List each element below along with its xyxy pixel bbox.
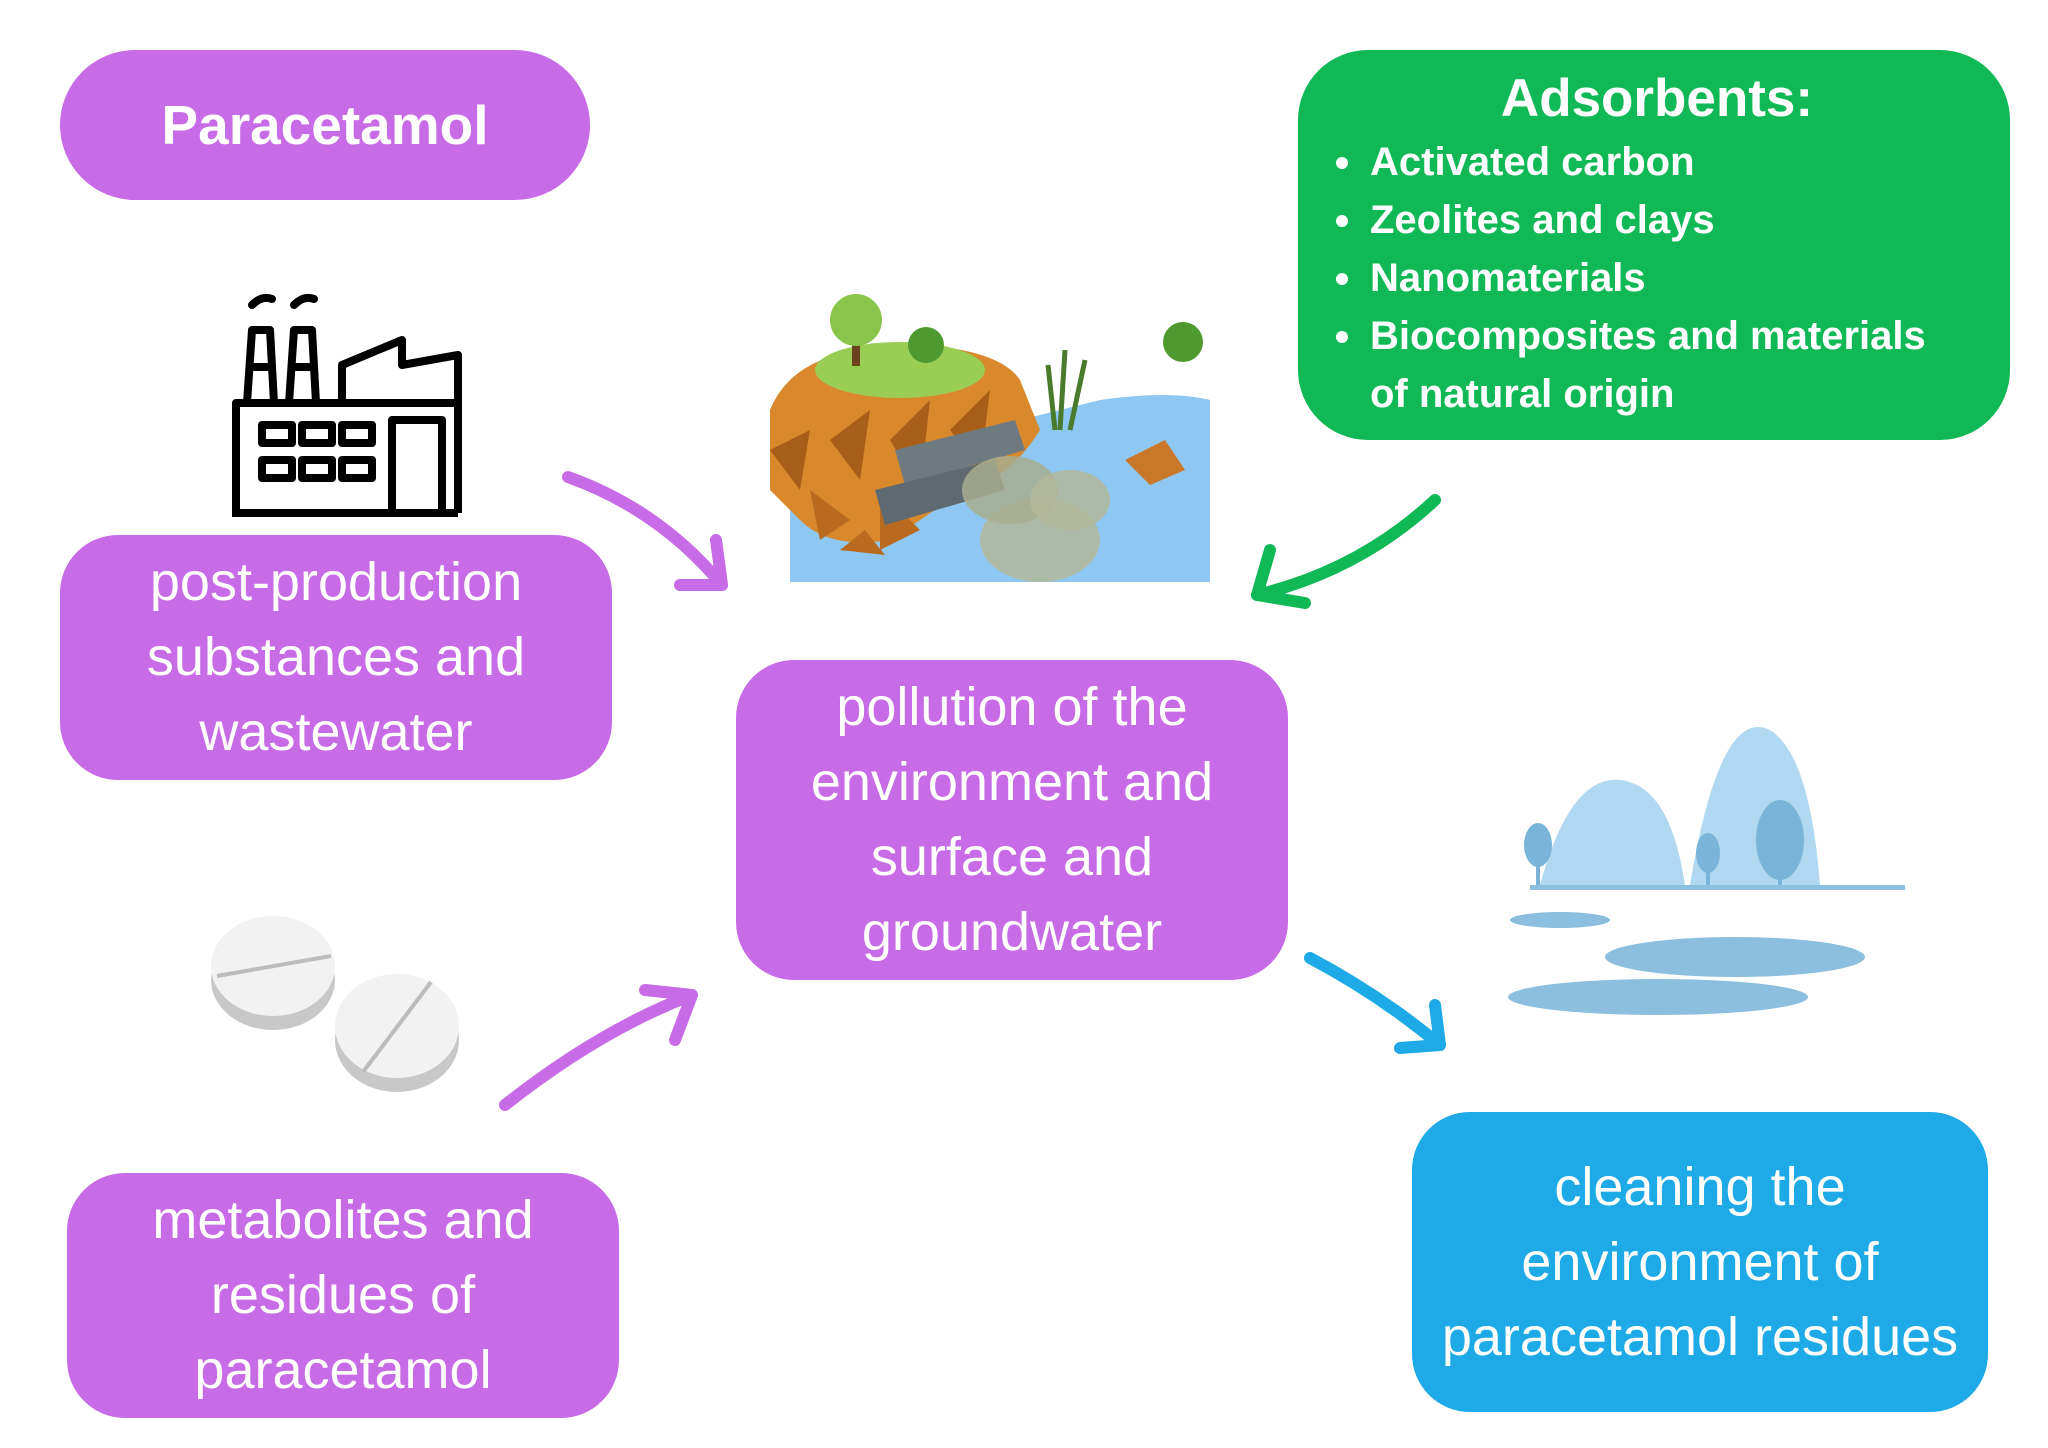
pollution-line-4: groundwater — [861, 902, 1163, 962]
adsorbent-item: Activated carbon — [1336, 133, 1926, 191]
arrow-metabolites-to-pollution — [499, 984, 698, 1111]
polluted-river-illustration — [770, 294, 1210, 582]
pollution-line-3: surface and — [870, 827, 1154, 887]
source-production-line-3: wastewater — [199, 702, 473, 762]
pollution-box: pollution of the environment and surface… — [736, 660, 1288, 980]
adsorbent-item: Nanomaterials — [1336, 249, 1926, 307]
outcome-line-3: paracetamol residues — [1441, 1306, 1959, 1367]
source-metabolites-line-1: metabolites and — [152, 1190, 534, 1250]
title-box: Paracetamol — [60, 50, 590, 200]
source-production-box: post-production substances and wastewate… — [60, 535, 612, 780]
title-text: Paracetamol — [161, 94, 489, 156]
adsorbents-box: Adsorbents: Activated carbon Zeolites an… — [1298, 50, 2010, 440]
arrow-pollution-to-cleaning — [1304, 952, 1446, 1054]
factory-icon — [232, 293, 462, 517]
adsorbent-item: Biocomposites and materials — [1336, 307, 1926, 365]
pollution-line-2: environment and — [810, 752, 1214, 812]
adsorbent-item: Zeolites and clays — [1336, 191, 1926, 249]
adsorbents-list: Activated carbon Zeolites and clays Nano… — [1334, 133, 1926, 365]
source-production-line-1: post-production — [149, 552, 523, 612]
source-metabolites-box: metabolites and residues of paracetamol — [67, 1173, 619, 1418]
arrow-production-to-pollution — [562, 471, 728, 591]
outcome-line-1: cleaning the — [1554, 1156, 1846, 1217]
arrow-adsorbents-to-pollution — [1251, 494, 1441, 609]
source-metabolites-line-2: residues of — [210, 1265, 476, 1325]
source-production-line-2: substances and — [146, 627, 526, 687]
adsorbents-heading: Adsorbents: — [1500, 68, 1814, 128]
pills-icon — [211, 916, 459, 1092]
outcome-box: cleaning the environment of paracetamol … — [1412, 1112, 1988, 1412]
clean-landscape-illustration — [1508, 726, 1905, 1015]
pollution-line-1: pollution of the — [836, 677, 1188, 737]
outcome-line-2: environment of — [1521, 1231, 1879, 1292]
adsorbent-item-continuation: of natural origin — [1370, 371, 1675, 416]
source-metabolites-line-3: paracetamol — [194, 1340, 492, 1400]
